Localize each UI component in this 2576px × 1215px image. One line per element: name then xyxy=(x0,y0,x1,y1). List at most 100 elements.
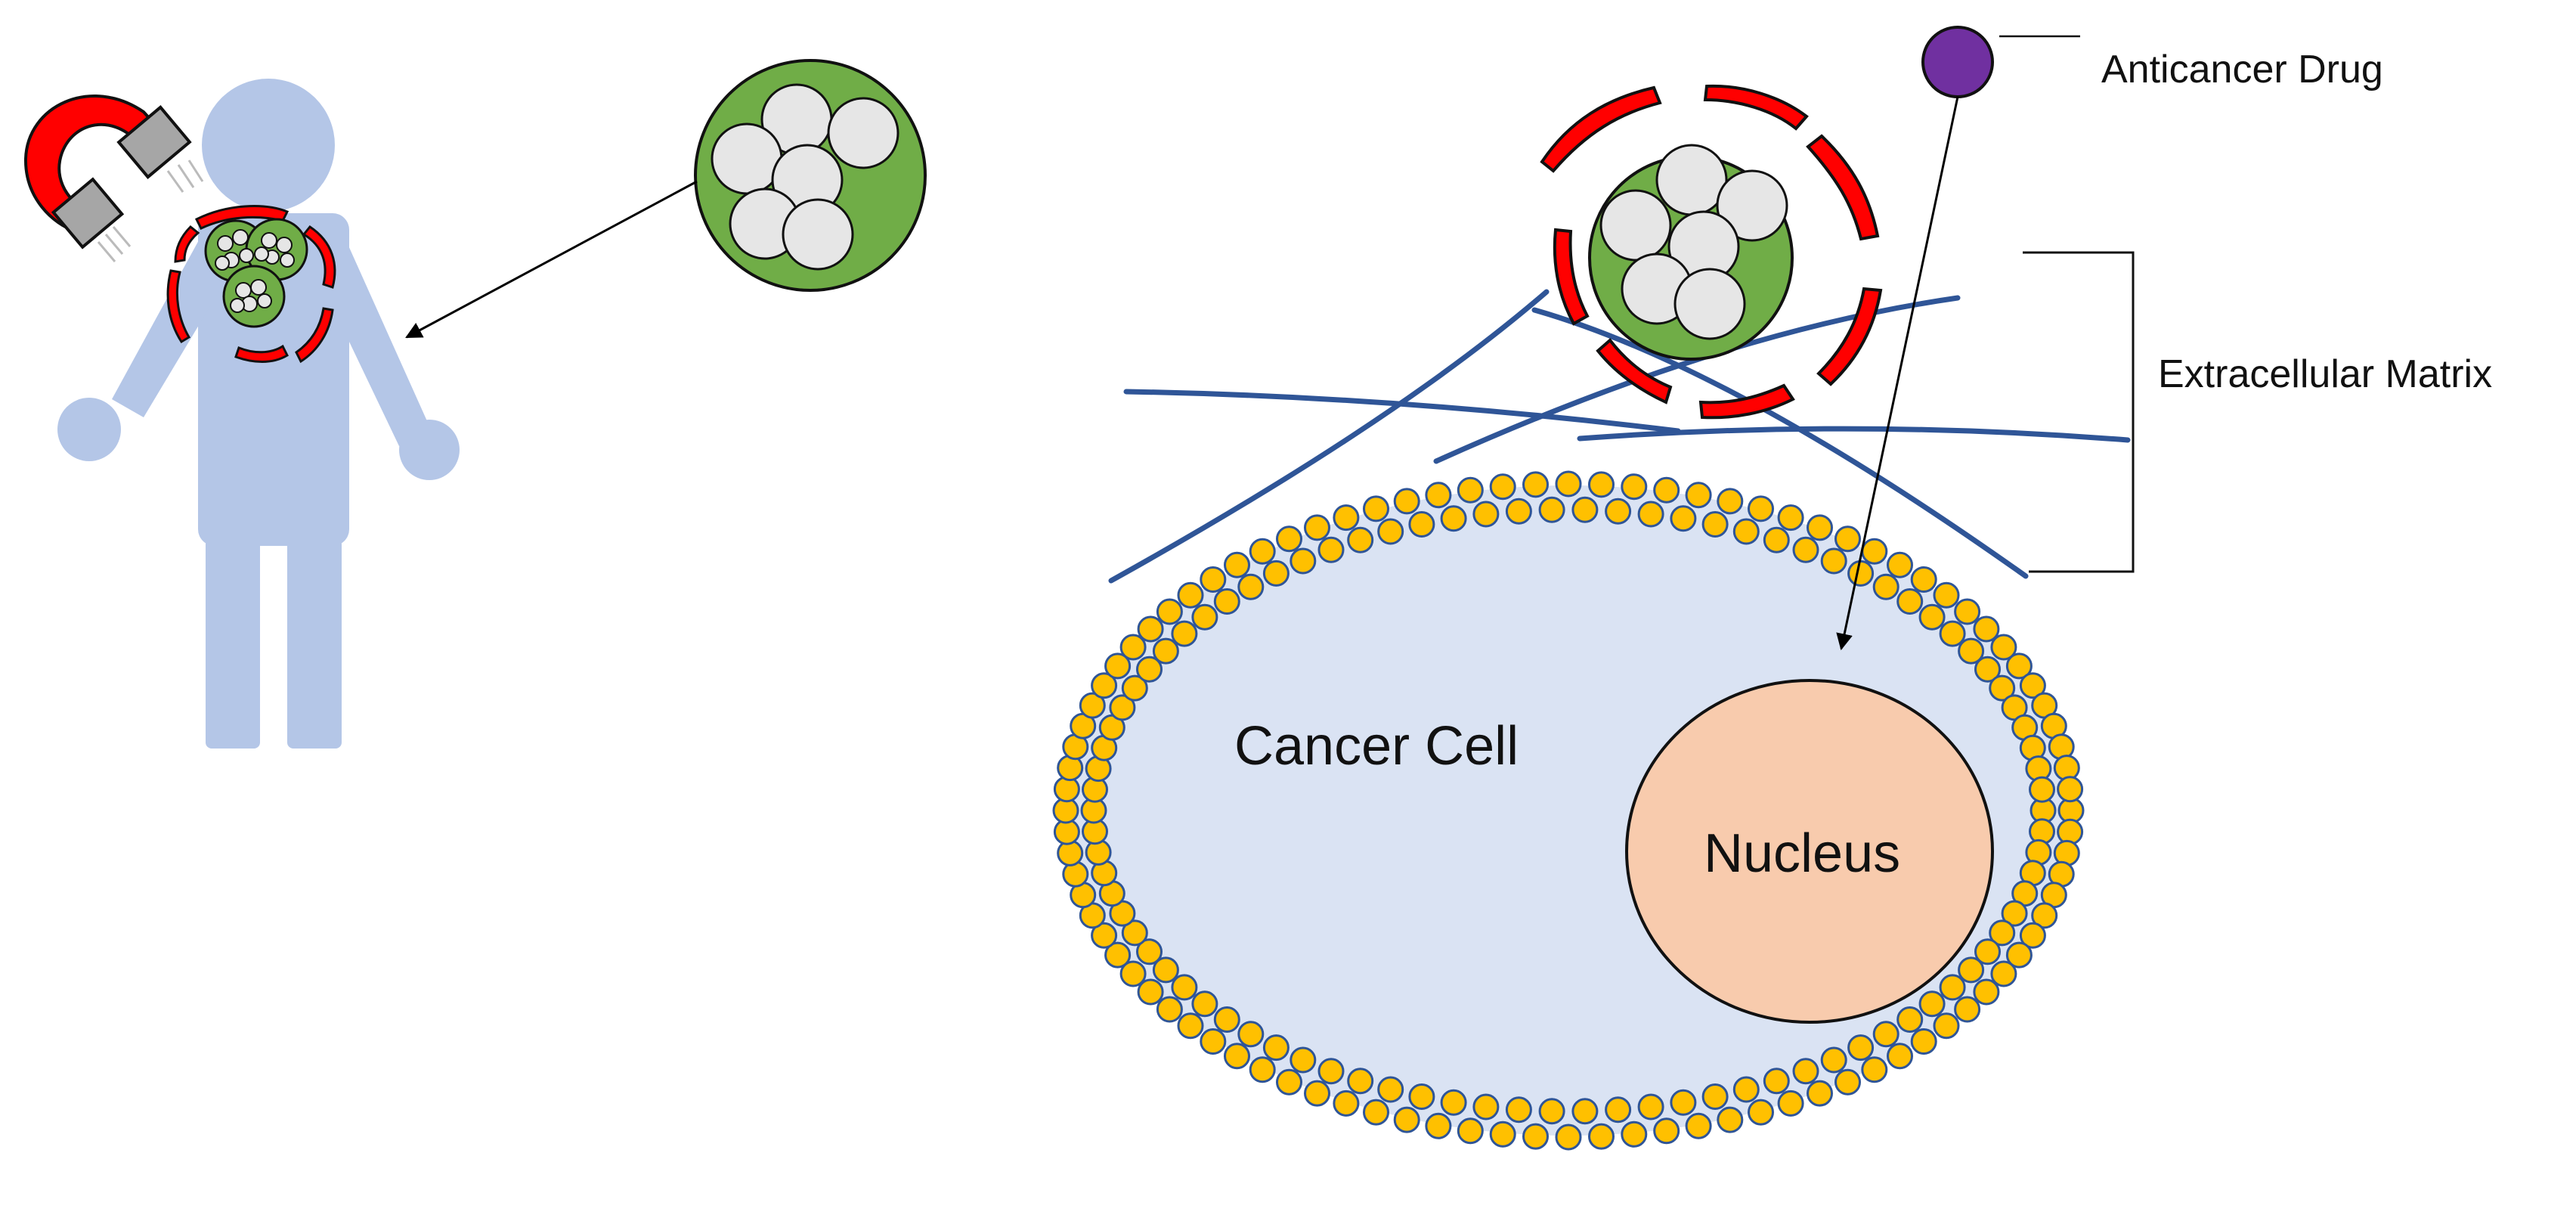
membrane-lipid-bead xyxy=(1861,1056,1888,1083)
membrane-lipid-bead xyxy=(1918,990,1946,1018)
membrane-lipid-bead xyxy=(1425,1112,1452,1139)
membrane-lipid-bead xyxy=(1637,1093,1664,1120)
membrane-lipid-bead xyxy=(1701,1083,1729,1110)
membrane-lipid-bead xyxy=(1457,476,1484,504)
membrane-lipid-bead xyxy=(1224,551,1250,578)
membrane-lipid-bead xyxy=(1276,525,1302,553)
membrane-lipid-bead xyxy=(1748,495,1774,522)
membrane-lipid-bead xyxy=(1538,1098,1565,1125)
membrane-lipid-bead xyxy=(1522,1123,1549,1150)
membrane-lipid-bead xyxy=(1489,1120,1516,1148)
membrane-lipid-bead xyxy=(1363,1099,1389,1126)
membrane-lipid-bead xyxy=(1262,559,1290,587)
membrane-lipid-bead xyxy=(1408,511,1435,538)
membrane-lipid-bead xyxy=(1555,1124,1582,1151)
nanoparticle-at-cell xyxy=(1540,84,1883,420)
membrane-lipid-bead xyxy=(1457,1117,1484,1145)
membrane-lipid-bead xyxy=(1505,497,1532,525)
membrane-lipid-bead xyxy=(1200,1028,1227,1055)
membrane-lipid-bead xyxy=(1249,1056,1276,1083)
membrane-lipid-bead xyxy=(1792,536,1819,563)
membrane-lipid-bead xyxy=(1440,1089,1467,1116)
membrane-lipid-bead xyxy=(1820,547,1847,575)
membrane-lipid-bead xyxy=(1989,919,2016,947)
membrane-lipid-bead xyxy=(1377,518,1404,545)
membrane-lipid-bead xyxy=(1939,620,1966,647)
membrane-lipid-bead xyxy=(1763,1068,1790,1095)
cancer-cell-label: Cancer Cell xyxy=(1234,716,1519,776)
membrane-lipid-bead xyxy=(1588,471,1615,498)
extracellular-matrix-fibers xyxy=(1108,289,2131,584)
membrane-lipid-bead xyxy=(2005,941,2033,969)
drug-delivery-arrow xyxy=(1836,96,1959,651)
membrane-lipid-bead xyxy=(1954,598,1981,625)
membrane-lipid-bead xyxy=(2019,922,2046,949)
drug-molecule-icon xyxy=(1921,26,2080,98)
membrane-lipid-bead xyxy=(1933,581,1960,609)
membrane-lipid-bead xyxy=(1621,473,1648,501)
nucleus xyxy=(1625,679,1994,1024)
membrane-lipid-bead xyxy=(1317,1058,1345,1085)
membrane-lipid-bead xyxy=(1732,518,1760,545)
membrane-lipid-bead xyxy=(1137,615,1164,643)
membrane-lipid-bead xyxy=(1472,1093,1500,1120)
membrane-lipid-bead xyxy=(1237,1021,1265,1048)
membrane-lipid-bead xyxy=(1861,538,1888,565)
membrane-lipid-bead xyxy=(1685,1112,1712,1139)
membrane-lipid-bead xyxy=(1872,1021,1899,1048)
membrane-lipid-bead xyxy=(1177,1012,1204,1040)
membrane-lipid-bead xyxy=(1538,496,1565,523)
membrane-lipid-bead xyxy=(1834,1068,1861,1096)
membrane-lipid-bead xyxy=(1637,501,1664,528)
membrane-lipid-bead xyxy=(1472,501,1500,528)
membrane-lipid-bead xyxy=(1958,956,1985,984)
membrane-lipid-bead xyxy=(1191,603,1218,631)
membrane-lipid-bead xyxy=(1333,1089,1360,1117)
membrane-lipid-bead xyxy=(1605,497,1632,525)
ecm-bracket xyxy=(2023,251,2135,573)
membrane-lipid-bead xyxy=(1136,938,1163,965)
membrane-lipid-bead xyxy=(1748,1099,1774,1126)
membrane-lipid-bead xyxy=(1276,1068,1302,1096)
membrane-lipid-bead xyxy=(1121,674,1148,702)
cell-membrane xyxy=(1052,470,2085,1151)
membrane-lipid-bead xyxy=(1792,1058,1819,1085)
membrane-lipid-bead xyxy=(1701,511,1729,538)
membrane-lipid-bead xyxy=(1408,1083,1435,1110)
nanoparticle-zoom xyxy=(694,59,927,292)
membrane-lipid-bead xyxy=(1685,482,1712,509)
membrane-lipid-bead xyxy=(2005,652,2033,680)
membrane-lipid-bead xyxy=(1933,1012,1960,1040)
membrane-lipid-bead xyxy=(1918,603,1946,631)
membrane-lipid-bead xyxy=(2031,902,2058,929)
membrane-lipid-bead xyxy=(1091,672,1118,699)
membrane-lipid-bead xyxy=(1333,504,1360,532)
membrane-lipid-bead xyxy=(1670,505,1697,532)
membrane-lipid-bead xyxy=(1119,960,1147,987)
membrane-lipid-bead xyxy=(1588,1123,1615,1150)
membrane-lipid-bead xyxy=(1489,473,1516,501)
membrane-lipid-bead xyxy=(1440,505,1467,532)
membrane-lipid-bead xyxy=(1954,996,1981,1023)
membrane-lipid-bead xyxy=(1425,482,1452,509)
membrane-lipid-bead xyxy=(1887,551,1913,578)
membrane-lipid-bead xyxy=(1317,536,1345,563)
membrane-lipid-bead xyxy=(1990,960,2017,987)
human-figure-icon xyxy=(57,79,460,749)
membrane-lipid-bead xyxy=(1717,1106,1744,1133)
membrane-lipid-bead xyxy=(1974,656,2001,683)
membrane-lipid-bead xyxy=(1807,514,1833,541)
membrane-lipid-bead xyxy=(1910,1028,1937,1055)
membrane-lipid-bead xyxy=(1152,956,1179,984)
zoom-arrow xyxy=(405,180,698,339)
membrane-lipid-bead xyxy=(1363,495,1389,522)
membrane-lipid-bead xyxy=(1717,488,1744,515)
membrane-lipid-bead xyxy=(1847,1034,1875,1062)
membrane-lipid-bead xyxy=(1653,476,1680,504)
membrane-lipid-bead xyxy=(1224,1043,1250,1070)
membrane-lipid-bead xyxy=(1191,990,1218,1018)
membrane-lipid-bead xyxy=(1171,974,1198,1001)
membrane-lipid-bead xyxy=(1104,652,1132,680)
membrane-lipid-bead xyxy=(1304,1080,1330,1107)
